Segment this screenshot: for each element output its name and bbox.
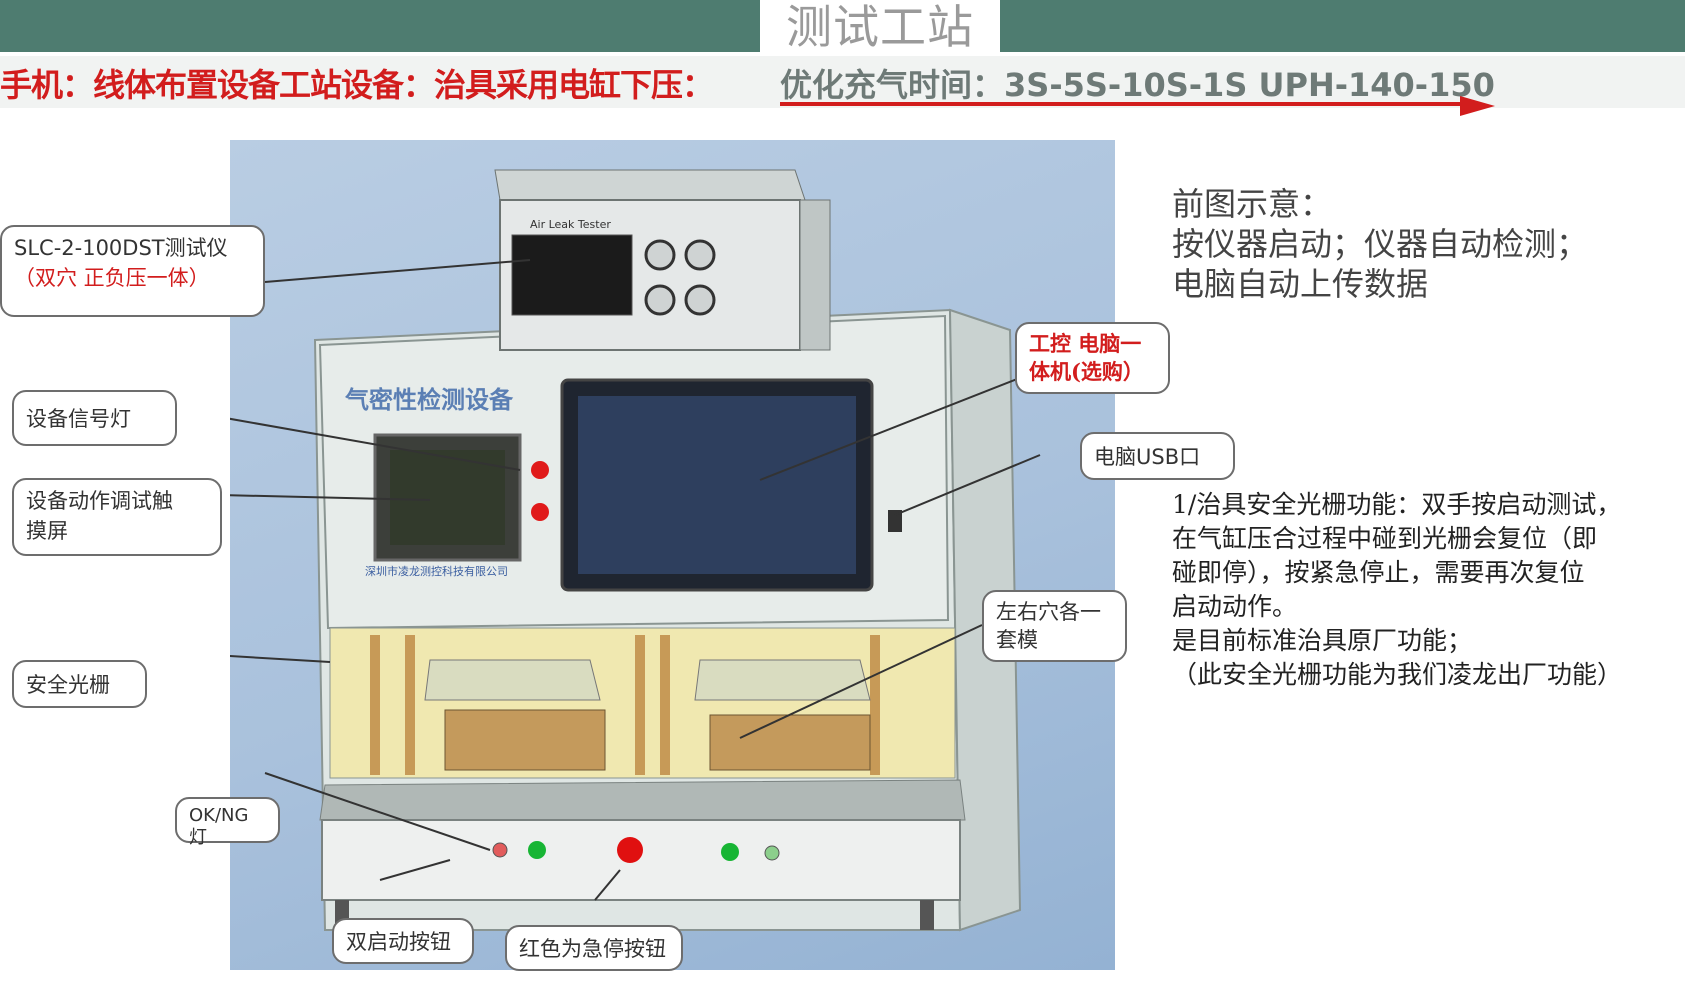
callout-industrial-pc: 工控 电脑一 体机(选购） <box>1015 322 1170 394</box>
notes-line-6: （此安全光栅功能为我们凌龙出厂功能） <box>1172 660 1623 689</box>
right-notes: 1/治具安全光栅功能：双手按启动测试， 在气缸压合过程中碰到光栅会复位（即 碰即… <box>1172 488 1622 692</box>
left-mold-top <box>424 659 601 701</box>
leader-lines <box>230 259 1041 901</box>
base-plate <box>319 779 966 821</box>
callout-fixture-line2: 套模 <box>996 628 1038 652</box>
column-5 <box>870 635 880 775</box>
instrument-screen <box>511 234 633 316</box>
notes-line-4: 启动动作。 <box>1172 592 1298 621</box>
company-name: 深圳市凌龙测控科技有限公司 <box>365 564 508 578</box>
callout-ok-ng-line1: OK/NG <box>189 805 249 826</box>
page-title: 测试工站 <box>786 0 974 54</box>
callout-ok-ng: OK/NG 灯 <box>175 797 280 848</box>
instrument-label: Air Leak Tester <box>530 218 611 231</box>
leg-2 <box>920 900 934 930</box>
column-3 <box>635 635 645 775</box>
notes-line-2: 在气缸压合过程中碰到光栅会复位（即 <box>1172 524 1598 553</box>
callout-fixture-line1: 左右穴各一 <box>996 600 1101 624</box>
machine-panel-title: 气密性检测设备 <box>344 386 514 414</box>
subtitle-arrow <box>780 96 1495 116</box>
callout-instrument: SLC-2-100DST测试仪 （双穴 正负压一体） <box>0 225 265 317</box>
ok-ng-light-left <box>492 842 508 858</box>
subtitle-red: 手机：线体布置设备工站设备：治具采用电缸下压： <box>0 66 714 104</box>
intro-line-2: 按仪器启动；仪器自动检测； <box>1172 225 1589 263</box>
column-1 <box>370 635 380 775</box>
notes-line-5: 是目前标准治具原厂功能； <box>1172 626 1473 655</box>
emergency-stop-button <box>617 837 643 863</box>
usb-port <box>888 510 902 532</box>
column-2 <box>405 635 415 775</box>
instrument-gauges <box>644 239 716 316</box>
callout-fixture: 左右穴各一 套模 <box>982 590 1127 662</box>
signal-light-1 <box>531 461 549 479</box>
callout-touchscreen-line2: 摸屏 <box>26 519 68 543</box>
right-mold-top <box>694 659 871 701</box>
machine-illustration: Air Leak Tester 气密性检测设备 深圳市凌龙测控科技有限公司 <box>230 169 1041 932</box>
callout-light-curtain: 安全光栅 <box>12 660 147 708</box>
callout-instrument-model: SLC-2-100DST测试仪 <box>14 236 228 260</box>
intro-line-1: 前图示意： <box>1172 185 1333 223</box>
right-nest <box>709 714 871 771</box>
signal-light-2 <box>531 503 549 521</box>
callout-touchscreen: 设备动作调试触 摸屏 <box>12 478 222 556</box>
callout-emergency-stop: 红色为急停按钮 <box>505 925 683 971</box>
start-button-right <box>721 843 739 861</box>
ok-ng-light-right <box>764 845 780 861</box>
touchscreen-display <box>390 450 505 545</box>
right-intro: 前图示意： 按仪器启动；仪器自动检测； 电脑自动上传数据 <box>1172 184 1588 304</box>
subtitle-gray: 优化充气时间：3S-5S-10S-1S UPH-140-150 <box>780 66 1495 104</box>
callout-usb: 电脑USB口 <box>1080 432 1235 480</box>
title-box <box>760 0 1000 56</box>
column-4 <box>660 635 670 775</box>
callout-dual-start: 双启动按钮 <box>332 918 474 964</box>
callout-touchscreen-line1: 设备动作调试触 <box>26 489 173 513</box>
subtitle-band <box>0 56 1685 108</box>
intro-line-3: 电脑自动上传数据 <box>1172 265 1429 303</box>
start-button-left <box>528 841 546 859</box>
notes-line-1: 1/治具安全光栅功能：双手按启动测试， <box>1172 490 1622 519</box>
callout-instrument-desc: （双穴 正负压一体） <box>14 266 210 290</box>
callout-signal-light: 设备信号灯 <box>12 390 177 446</box>
notes-line-3: 碰即停），按紧急停止，需要再次复位 <box>1172 558 1585 587</box>
control-panel <box>321 819 961 901</box>
pc-screen <box>578 396 856 574</box>
callout-pc-line1: 工控 电脑一 <box>1029 331 1142 356</box>
callout-ok-ng-line2: 灯 <box>189 827 207 848</box>
callout-pc-line2: 体机(选购） <box>1029 359 1144 384</box>
left-nest <box>444 709 606 771</box>
